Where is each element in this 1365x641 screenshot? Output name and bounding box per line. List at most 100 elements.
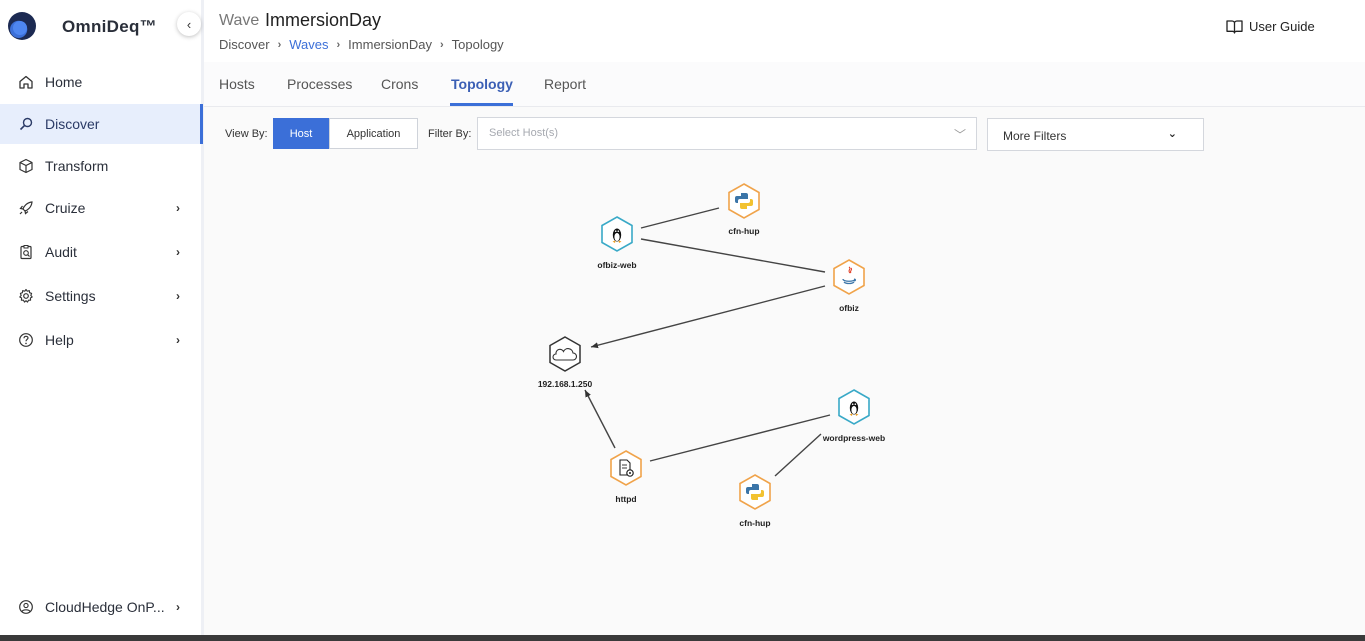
- chevron-right-icon: ›: [439, 38, 444, 51]
- sidebar-item-label: Audit: [45, 244, 77, 260]
- python-icon: [735, 193, 753, 209]
- select-hosts-dropdown[interactable]: Select Host(s) ﹀: [477, 117, 977, 150]
- bottom-bar: [0, 635, 1365, 641]
- book-icon: [1226, 20, 1243, 34]
- account-label: CloudHedge OnP...: [45, 599, 165, 615]
- python-icon: [746, 484, 764, 500]
- linux-icon: [612, 228, 622, 243]
- sidebar-item-label: Discover: [45, 116, 100, 132]
- service-config-icon: [619, 459, 634, 477]
- java-icon: [842, 266, 856, 285]
- node-cfn-hup[interactable]: cfn-hup: [728, 183, 760, 236]
- sidebar-item-label: Transform: [45, 158, 109, 174]
- home-icon: [17, 73, 35, 91]
- user-guide-label: User Guide: [1249, 19, 1315, 34]
- breadcrumb-waves[interactable]: Waves: [289, 37, 329, 52]
- node-ofbiz[interactable]: ofbiz: [833, 259, 865, 313]
- node-label: httpd: [615, 494, 636, 504]
- sidebar-item-discover[interactable]: Discover: [0, 104, 203, 144]
- node-label: cfn-hup: [728, 226, 759, 236]
- page-header: Wave ImmersionDay Discover › Waves › Imm…: [204, 0, 1365, 62]
- node-label: 192.168.1.250: [538, 379, 593, 389]
- chevron-right-icon: ›: [176, 201, 180, 215]
- rocket-icon: [17, 199, 35, 217]
- edge-ofbiz-web-ofbiz: [640, 238, 826, 273]
- chevron-left-icon: ‹: [186, 16, 192, 32]
- sidebar-item-cruize[interactable]: Cruize ›: [0, 188, 203, 228]
- breadcrumb-wave[interactable]: ImmersionDay: [348, 37, 432, 52]
- sidebar-account[interactable]: CloudHedge OnP... ›: [0, 587, 203, 627]
- sidebar-item-label: Cruize: [45, 200, 86, 216]
- breadcrumb: Discover › Waves › ImmersionDay › Topolo…: [219, 37, 504, 52]
- chevron-right-icon: ›: [176, 600, 180, 614]
- breadcrumb-discover[interactable]: Discover: [219, 37, 270, 52]
- node-cfn-hup[interactable]: cfn-hup: [739, 474, 771, 528]
- node-httpd[interactable]: httpd: [610, 450, 642, 504]
- page-title: ImmersionDay: [265, 10, 382, 30]
- tab-processes[interactable]: Processes: [287, 76, 353, 92]
- select-hosts-placeholder: Select Host(s): [489, 127, 559, 139]
- wave-prefix: Wave: [219, 12, 260, 29]
- view-by-application-button[interactable]: Application: [329, 118, 418, 149]
- node-wordpress-web[interactable]: wordpress-web: [822, 389, 885, 443]
- help-icon: [17, 331, 35, 349]
- sidebar-item-label: Settings: [45, 288, 96, 304]
- chevron-down-icon: ⌄: [1167, 128, 1177, 140]
- edge-httpd-wordpress-web: [649, 414, 831, 462]
- sidebar-item-audit[interactable]: Audit ›: [0, 232, 203, 272]
- brand-name: OmniDeq™: [62, 17, 157, 36]
- cube-icon: [17, 157, 35, 175]
- user-icon: [17, 598, 35, 616]
- hexagon-node: [739, 474, 771, 510]
- chevron-right-icon: ›: [176, 289, 180, 303]
- chevron-right-icon: ›: [176, 333, 180, 347]
- hexagon-node: [549, 336, 581, 372]
- tab-hosts[interactable]: Hosts: [219, 76, 255, 92]
- clipboard-icon: [17, 243, 35, 261]
- sidebar-item-home[interactable]: Home: [0, 62, 203, 102]
- tab-report[interactable]: Report: [544, 76, 587, 92]
- topology-graph[interactable]: ofbiz-web cfn-hup ofbiz 192.168.1: [204, 107, 1365, 635]
- tab-bar: Hosts Processes Crons Topology Report: [204, 62, 1365, 107]
- filter-by-label: Filter By:: [428, 128, 472, 140]
- omnideq-logo: [8, 12, 36, 40]
- node-external-ip[interactable]: 192.168.1.250: [538, 336, 593, 389]
- sidebar-item-transform[interactable]: Transform: [0, 146, 203, 186]
- topology-panel: ofbiz-web cfn-hup ofbiz 192.168.1: [204, 107, 1365, 635]
- brand: OmniDeq™ ‹: [0, 0, 204, 52]
- sidebar: OmniDeq™ ‹ Home Discover Transform Cruiz…: [0, 0, 204, 635]
- chevron-right-icon: ›: [336, 38, 341, 51]
- node-ofbiz-web[interactable]: ofbiz-web: [597, 216, 637, 270]
- tab-topology[interactable]: Topology: [451, 76, 513, 92]
- more-filters-dropdown[interactable]: More Filters ⌄: [987, 118, 1204, 151]
- gear-icon: [17, 287, 35, 305]
- hexagon-node: [833, 259, 865, 295]
- node-label: ofbiz: [839, 303, 859, 313]
- chevron-down-icon: ﹀: [953, 128, 966, 142]
- edge-wordpress-web-cfn-hup: [774, 433, 822, 477]
- linux-icon: [849, 401, 859, 416]
- view-by-label: View By:: [225, 128, 268, 140]
- collapse-sidebar-button[interactable]: ‹: [177, 12, 201, 36]
- node-label: cfn-hup: [739, 518, 770, 528]
- discover-icon: [17, 115, 35, 133]
- sidebar-item-settings[interactable]: Settings ›: [0, 276, 203, 316]
- cloud-icon: [552, 348, 578, 361]
- breadcrumb-current: Topology: [451, 37, 504, 52]
- hexagon-node: [728, 183, 760, 219]
- view-by-host-button[interactable]: Host: [273, 118, 329, 149]
- sidebar-item-label: Help: [45, 332, 74, 348]
- edge-httpd-ip: [584, 389, 616, 449]
- edge-ofbiz-ip: [590, 285, 826, 349]
- chevron-right-icon: ›: [176, 245, 180, 259]
- node-label: wordpress-web: [822, 433, 885, 443]
- sidebar-item-help[interactable]: Help ›: [0, 320, 203, 360]
- chevron-right-icon: ›: [277, 38, 282, 51]
- more-filters-label: More Filters: [1003, 129, 1067, 143]
- active-tab-indicator: [450, 103, 513, 106]
- node-label: ofbiz-web: [597, 260, 636, 270]
- sidebar-item-label: Home: [45, 74, 83, 90]
- edge-ofbiz-web-cfn-hup: [640, 207, 720, 229]
- user-guide-link[interactable]: User Guide: [1226, 19, 1315, 34]
- tab-crons[interactable]: Crons: [381, 76, 419, 92]
